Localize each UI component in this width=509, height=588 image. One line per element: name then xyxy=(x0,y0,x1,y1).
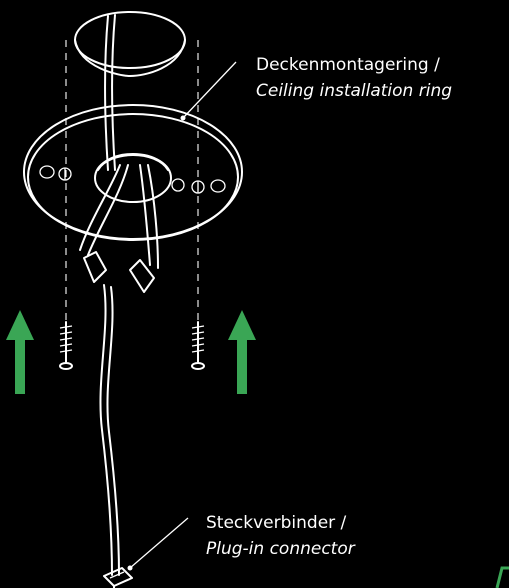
ceiling-box xyxy=(74,11,186,77)
up-arrow-icon xyxy=(6,310,34,394)
mounting-hole xyxy=(171,178,185,192)
leader-lines xyxy=(127,61,237,571)
mounting-hole xyxy=(210,179,226,193)
screw-icon xyxy=(59,321,73,370)
connector-cable xyxy=(99,284,120,576)
screw-icon xyxy=(191,321,205,370)
ceiling-installation-ring xyxy=(23,104,243,241)
connector-label-de: Steckverbinder / xyxy=(206,513,347,533)
ceiling-cable xyxy=(104,14,116,171)
partial-mark xyxy=(495,566,509,588)
connector-label-en: Plug-in connector xyxy=(206,539,356,559)
ring-label-en: Ceiling installation ring xyxy=(256,81,452,101)
up-arrow-icon xyxy=(228,310,256,394)
alignment-lines xyxy=(65,40,199,320)
ring-wires xyxy=(79,164,159,293)
ring-label-de: Deckenmontagering / xyxy=(256,55,440,75)
mounting-hole xyxy=(39,165,55,179)
